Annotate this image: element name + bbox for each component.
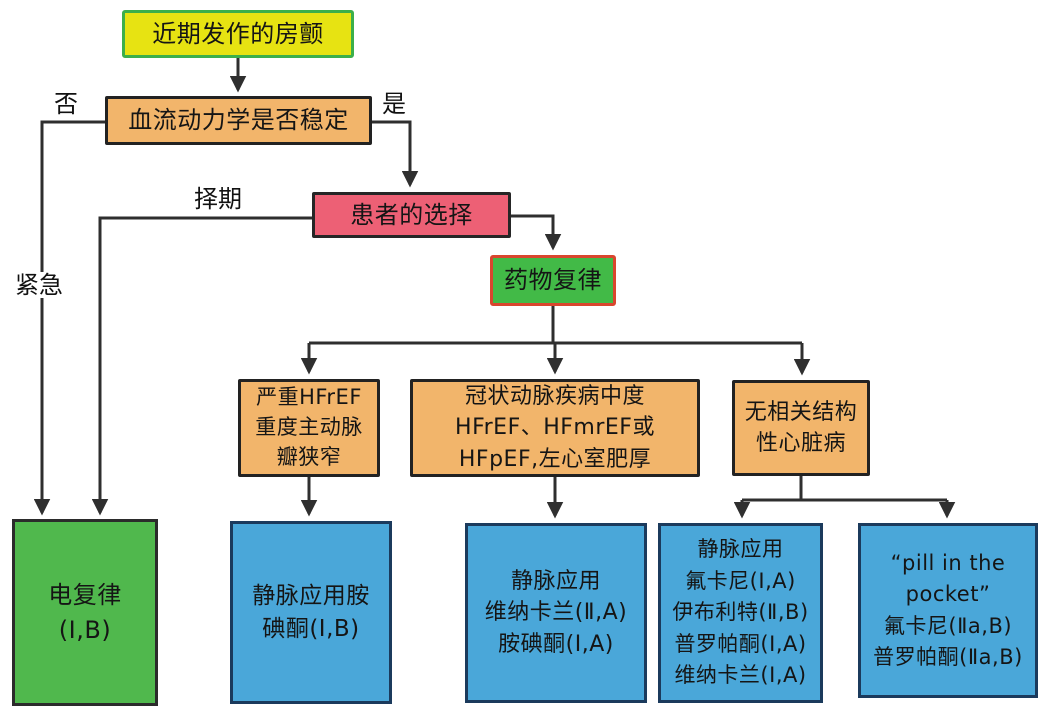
node-line: 血流动力学是否稳定 xyxy=(128,106,349,135)
node-line: 患者的选择 xyxy=(350,200,473,229)
node-line: 普罗帕酮(Ⅱa,B) xyxy=(873,645,1023,669)
edge-elective-to-electrical xyxy=(91,216,313,516)
edge-label-yes: 是 xyxy=(380,90,408,118)
node-line: 无相关结构 xyxy=(744,399,858,425)
node-severe-hfref: 严重HFrEF 重度主动脉 瓣狭窄 xyxy=(238,379,380,477)
node-line: 重度主动脉 xyxy=(255,415,363,440)
node-iv-vernakalant-amiodarone: 静脉应用 维纳卡兰(Ⅱ,A) 胺碘酮(Ⅰ,A) xyxy=(465,523,647,703)
node-line: 碘酮(Ⅰ,B) xyxy=(262,615,360,642)
node-line: “pill in the xyxy=(890,550,1006,575)
node-patient-choice: 患者的选择 xyxy=(312,192,511,238)
edge-label-no: 否 xyxy=(52,90,80,118)
node-line: 普罗帕酮(Ⅰ,A) xyxy=(674,631,807,656)
node-line: 伊布利特(Ⅱ,B) xyxy=(672,600,809,625)
node-line: 冠状动脉疾病中度 xyxy=(464,384,645,410)
node-iv-flecainide-group: 静脉应用 氟卡尼(Ⅰ,A) 伊布利特(Ⅱ,B) 普罗帕酮(Ⅰ,A) 维纳卡兰(Ⅰ… xyxy=(658,523,823,703)
node-no-structural-heart-disease: 无相关结构 性心脏病 xyxy=(732,380,870,476)
node-line: 维纳卡兰(Ⅰ,A) xyxy=(674,663,807,688)
node-cad-moderate-hf: 冠状动脉疾病中度 HFrEF、HFmrEF或 HFpEF,左心室肥厚 xyxy=(410,379,700,477)
edge-no-urgent-to-electrical xyxy=(33,120,106,516)
edge-choice-to-drug xyxy=(510,214,562,251)
node-line: 静脉应用 xyxy=(510,569,601,595)
node-line: HFpEF,左心室肥厚 xyxy=(458,446,652,472)
node-line: 近期发作的房颤 xyxy=(152,19,324,48)
node-line: (Ⅰ,B) xyxy=(58,615,112,644)
node-line: 氟卡尼(Ⅱa,B) xyxy=(883,613,1013,638)
node-iv-amiodarone: 静脉应用胺 碘酮(Ⅰ,B) xyxy=(230,521,392,704)
edge-label-elective: 择期 xyxy=(192,185,244,213)
edge-yes-to-choice xyxy=(371,120,419,188)
node-drug-cardioversion: 药物复律 xyxy=(490,255,616,306)
node-line: 电复律 xyxy=(48,581,122,610)
node-line: 静脉应用胺 xyxy=(252,582,370,609)
node-electrical-cardioversion: 电复律 (Ⅰ,B) xyxy=(12,519,158,706)
node-recent-af: 近期发作的房颤 xyxy=(122,10,354,58)
node-line: 维纳卡兰(Ⅱ,A) xyxy=(484,600,628,626)
node-line: 药物复律 xyxy=(504,266,602,295)
node-line: 性心脏病 xyxy=(755,431,846,456)
node-line: pocket” xyxy=(905,582,991,606)
node-line: HFrEF、HFmrEF或 xyxy=(455,415,655,441)
node-hemodynamics-stable: 血流动力学是否稳定 xyxy=(105,96,372,145)
node-line: 胺碘酮(Ⅰ,A) xyxy=(498,631,614,657)
node-line: 严重HFrEF xyxy=(256,385,362,410)
edge-label-urgent: 紧急 xyxy=(13,271,65,299)
node-pill-in-the-pocket: “pill in the pocket” 氟卡尼(Ⅱa,B) 普罗帕酮(Ⅱa,B… xyxy=(858,523,1038,698)
node-line: 静脉应用 xyxy=(697,537,784,562)
node-line: 氟卡尼(Ⅰ,A) xyxy=(685,568,796,593)
node-line: 瓣狭窄 xyxy=(276,444,342,469)
